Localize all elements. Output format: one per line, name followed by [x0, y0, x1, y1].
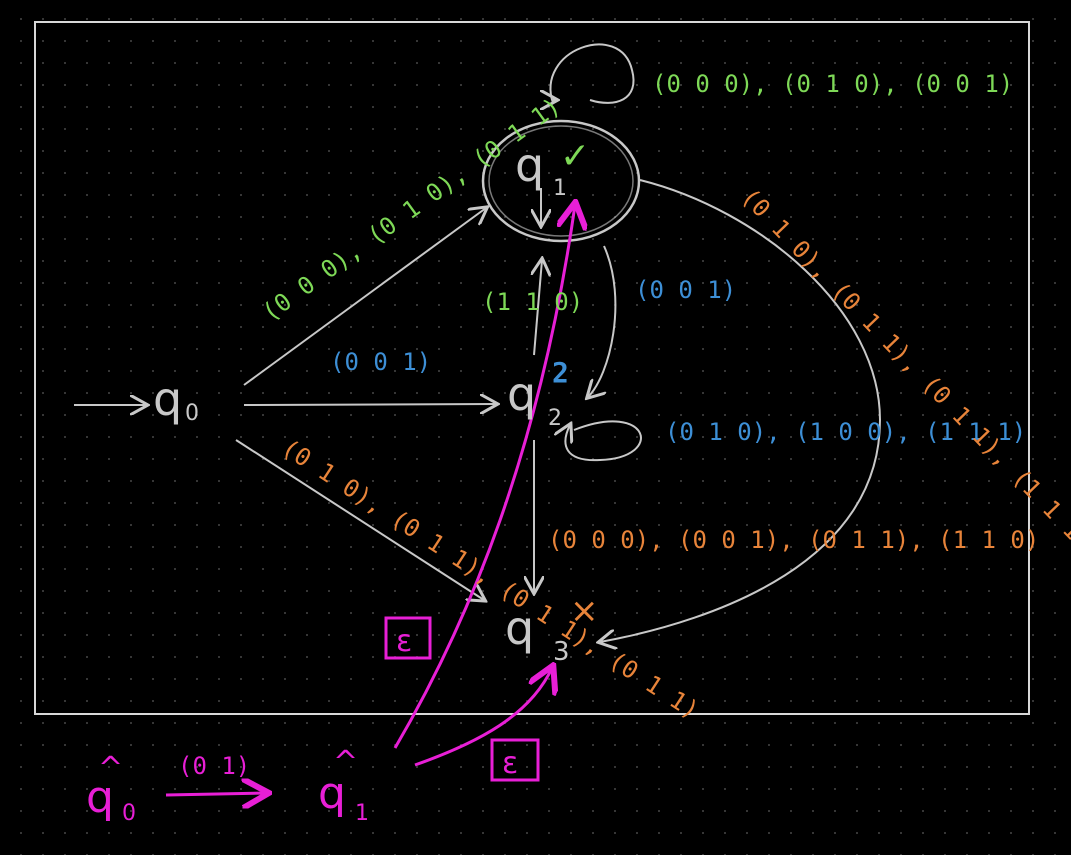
state-hq0-label: q [86, 772, 114, 823]
state-q0-sub: 0 [185, 401, 199, 426]
state-q3-sub: 3 [553, 637, 570, 667]
epsilon-label-1: ε [396, 624, 412, 659]
state-q2-label: q [507, 367, 536, 421]
edge-q0-q1 [243, 208, 486, 386]
state-q1-label: q [515, 138, 544, 192]
epsilon-box-2 [490, 738, 540, 782]
epsilon-label-2: ε [502, 746, 518, 781]
magenta-edge-hq1-q3 [414, 668, 552, 767]
frame-rect [34, 21, 1030, 715]
state-q3-label: q [505, 601, 534, 655]
edge-q2-self [565, 420, 642, 462]
state-hq0-sub: 0 [122, 801, 136, 826]
edge-q1-q3 [600, 179, 882, 642]
label-q1-q3: (0 1 0), (0 1 1), (0 1 1), (1 1 1) [736, 183, 1071, 556]
edge-q0-q2 [243, 404, 496, 405]
state-q1-sub: 1 [553, 176, 567, 201]
magenta-edge-hq1-q1 [393, 205, 575, 749]
label-q0-q2: (0 0 1) [330, 348, 431, 376]
label-q0-q3: (0 1 0), (0 1 1), (0 1 1), (0 1 1) [277, 434, 704, 725]
q1-inner-circle [488, 125, 634, 237]
state-hq1-label: q [318, 768, 346, 819]
label-q1-self: (0 0 0), (0 1 0), (0 0 1) [652, 70, 1013, 98]
reject-cross-icon: × [570, 591, 599, 631]
state-q2-sub: 2 [548, 406, 562, 431]
label-q1-q2: (0 0 1) [635, 276, 736, 304]
label-q2-q1: (1 1 0) [482, 288, 583, 316]
magenta-edge-hq0-hq1 [165, 793, 266, 795]
hq1-hat: ^ [333, 745, 358, 780]
edge-q1-q2 [588, 245, 617, 397]
label-q2-q3: (0 0 0), (0 0 1), (0 1 1), (1 1 0) [548, 526, 1039, 554]
label-q2-self: (0 1 0), (1 0 0), (1 1 1) [665, 418, 1026, 446]
accept-checkmark-icon: ✓ [560, 136, 590, 177]
hq0-hat: ^ [98, 751, 123, 786]
state-hq1-sub: 1 [355, 801, 369, 826]
label-hq0-hq1: (0 1) [178, 752, 250, 780]
state-q0-label: q [153, 372, 182, 426]
edge-q1-self [549, 43, 635, 104]
label-magenta-2: 2 [552, 356, 569, 389]
q1-accept-circle [481, 119, 641, 243]
edge-q0-q3 [235, 439, 484, 600]
epsilon-box-1 [384, 616, 432, 660]
edge-q2-q1 [534, 260, 542, 356]
